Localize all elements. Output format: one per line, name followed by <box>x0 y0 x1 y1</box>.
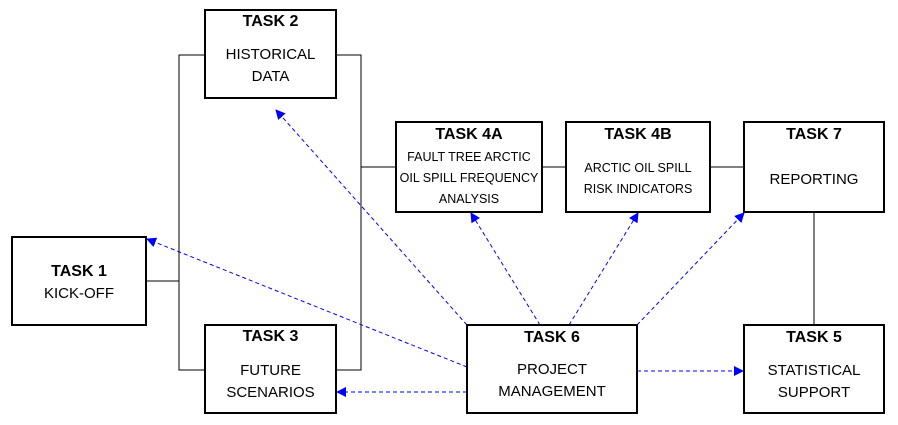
task-5-label-line1: STATISTICAL <box>767 362 861 379</box>
task-5-box: TASK 5 STATISTICAL SUPPORT <box>743 324 885 414</box>
task-4b-title: TASK 4B <box>604 126 672 143</box>
arrow-task6-to-task2 <box>275 109 468 326</box>
task-6-title: TASK 6 <box>524 329 580 346</box>
task-4a-label-line2: OIL SPILL FREQUENCY <box>399 171 539 185</box>
task-4a-box: TASK 4A FAULT TREE ARCTIC OIL SPILL FREQ… <box>395 121 543 213</box>
task-7-title: TASK 7 <box>786 126 842 143</box>
task-1-box: TASK 1 KICK-OFF <box>11 236 147 326</box>
task-4a-title: TASK 4A <box>435 126 503 143</box>
arrow-task6-to-task4b <box>568 212 639 326</box>
task-5-title: TASK 5 <box>786 329 842 346</box>
arrow-task6-to-task4a <box>470 212 541 326</box>
task-4a-label-line3: ANALYSIS <box>438 192 500 206</box>
task-1-title: TASK 1 <box>51 263 107 280</box>
task-4b-box: TASK 4B ARCTIC OIL SPILL RISK INDICATORS <box>565 121 711 213</box>
task-5-label-line2: SUPPORT <box>777 384 851 401</box>
task-2-label-line2: DATA <box>251 68 290 85</box>
task-4b-label-line2: RISK INDICATORS <box>583 182 693 196</box>
connector-right-bracket <box>336 54 362 371</box>
task-6-label-line1: PROJECT <box>516 361 587 378</box>
task-6-label-line2: MANAGEMENT <box>498 383 606 400</box>
task-3-label-line1: FUTURE <box>240 362 301 379</box>
task-2-box: TASK 2 HISTORICAL DATA <box>204 9 337 99</box>
task-3-title: TASK 3 <box>242 328 299 345</box>
task-7-label: REPORTING <box>769 171 859 188</box>
solid-connectors <box>146 54 815 371</box>
task-1-label: KICK-OFF <box>44 285 114 302</box>
arrow-task6-to-task7 <box>636 212 745 326</box>
task-3-box: TASK 3 FUTURE SCENARIOS <box>204 324 337 414</box>
task-6-box: TASK 6 PROJECT MANAGEMENT <box>466 324 638 414</box>
arrow-task6-to-task1 <box>146 237 468 368</box>
task-4b-label-line1: ARCTIC OIL SPILL <box>584 161 692 175</box>
task-4a-label-line1: FAULT TREE ARCTIC <box>407 150 531 164</box>
dashed-arrows <box>146 109 745 397</box>
task-7-box: TASK 7 REPORTING <box>743 121 885 213</box>
task-2-title: TASK 2 <box>242 13 299 30</box>
connector-left-bracket <box>178 54 205 371</box>
task-2-label-line1: HISTORICAL <box>225 46 316 63</box>
task-3-label-line2: SCENARIOS <box>226 384 315 401</box>
